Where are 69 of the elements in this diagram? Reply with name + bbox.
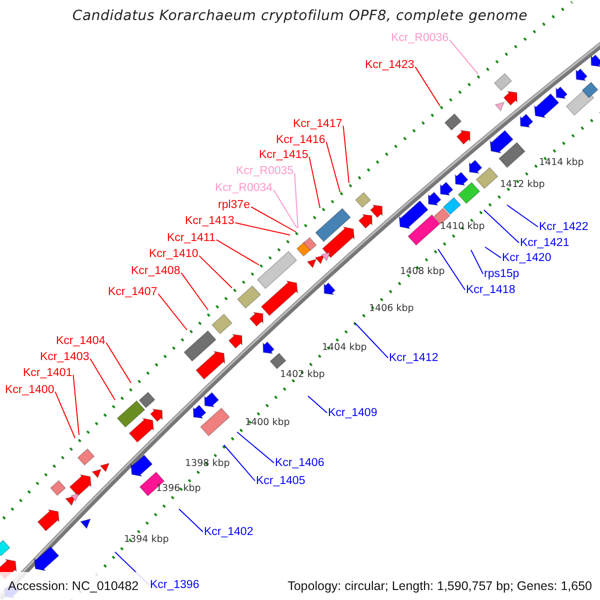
gene-label: Kcr_1405	[256, 475, 306, 488]
position-label: 1402 kbp	[280, 369, 325, 380]
leader-line	[178, 508, 204, 532]
leader-line	[180, 272, 208, 310]
leader-line	[106, 342, 132, 384]
gene-label: Kcr_1422	[539, 221, 588, 234]
gene-label: Kcr_1409	[328, 407, 378, 420]
leader-line	[449, 39, 478, 74]
position-label: 1398 kbp	[185, 458, 230, 469]
gene-label: Kcr_1406	[275, 457, 324, 470]
leader-line	[484, 210, 520, 244]
leader-line	[506, 204, 538, 228]
title: Candidatus Korarchaeum cryptofilum OPF8, complete genome	[71, 8, 529, 24]
leader-line	[90, 358, 116, 400]
gene-label: Kcr_1407	[108, 286, 158, 299]
gene-label: Kcr_1421	[520, 237, 570, 250]
leader-line	[273, 189, 298, 228]
leader-line	[294, 172, 298, 228]
leader-line	[438, 248, 466, 290]
position-label: 1410 kbp	[440, 221, 485, 232]
leader-line	[470, 250, 484, 274]
position-label: 1408 kbp	[400, 266, 445, 277]
gene-label: Kcr_1417	[293, 118, 342, 131]
leader-line	[308, 396, 328, 414]
position-label: 1394 kbp	[124, 534, 169, 545]
leader-line	[236, 432, 274, 464]
gene-label: Kcr_1401	[23, 367, 72, 380]
leader-line	[158, 293, 188, 330]
leader-line	[234, 222, 290, 236]
gene-label: Kcr_1413	[185, 215, 234, 228]
accession-text: Accession: NC_010482	[8, 579, 139, 593]
gene-label: rps15p	[484, 268, 520, 281]
gene-label: Kcr_1402	[204, 526, 254, 539]
position-label: 1412 kbp	[500, 179, 545, 190]
leader-line	[54, 391, 76, 438]
gene-label: Kcr_1404	[56, 335, 106, 348]
gene-label: Kcr_1416	[276, 134, 326, 147]
gene-label: Kcr_1412	[389, 352, 438, 365]
leader-line	[198, 255, 232, 288]
leader-line	[326, 141, 340, 192]
gene-label: Kcr_R0034	[215, 182, 273, 195]
gene-label: Kcr_1415	[259, 149, 308, 162]
leader-line	[216, 239, 260, 266]
gene-label: rpl37e	[218, 199, 250, 212]
gene-label: Kcr_R0036	[391, 32, 449, 45]
leader-line	[342, 125, 350, 184]
gene-label: Kcr_1396	[150, 579, 200, 592]
gene-label: Kcr_R0035	[236, 165, 294, 178]
leader-line	[414, 66, 440, 106]
position-label: 1414 kbp	[539, 157, 584, 168]
leader-line	[72, 374, 80, 436]
gene-label: Kcr_1403	[40, 351, 90, 364]
leader-line	[250, 206, 296, 232]
position-label: 1404 kbp	[322, 342, 367, 353]
genome-stats-text: Topology: circular; Length: 1,590,757 bp; Genes: 1,650	[288, 579, 592, 593]
position-label: 1406 kbp	[369, 303, 414, 314]
gene-label: Kcr_1420	[502, 252, 552, 265]
position-label: 1396 kbp	[156, 483, 201, 494]
leader-line	[308, 156, 320, 208]
leader-line	[224, 444, 256, 482]
gene-label: Kcr_1423	[365, 59, 414, 72]
position-label: 1400 kbp	[245, 417, 290, 428]
leader-line	[484, 246, 502, 258]
gene-label: Kcr_1411	[167, 232, 216, 245]
gene-label: Kcr_1400	[5, 384, 54, 397]
gene-label: Kcr_1408	[131, 265, 180, 278]
gene-label: Kcr_1410	[149, 248, 198, 261]
gene-label: Kcr_1418	[466, 284, 516, 297]
leader-line	[354, 322, 388, 358]
